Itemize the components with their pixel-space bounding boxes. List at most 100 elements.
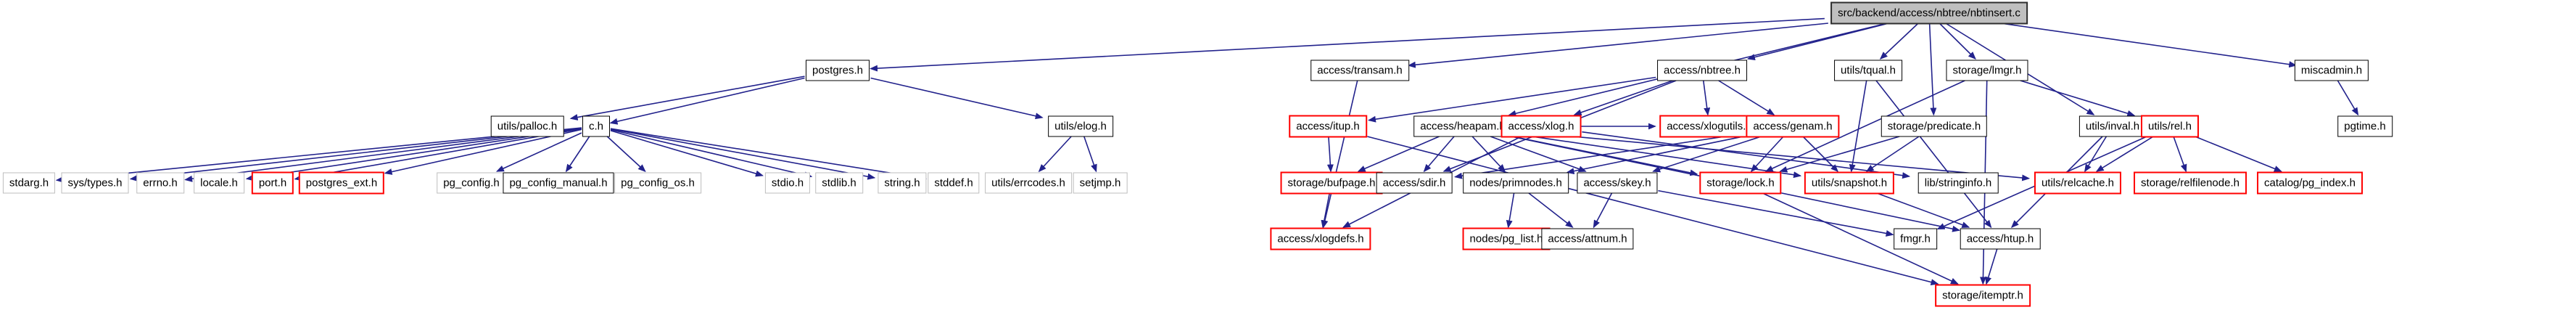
node-sys-types-h[interactable]: sys/types.h [61,172,129,194]
node-nbtinsert-c: src/backend/access/nbtree/nbtinsert.c [1830,1,2028,25]
node-storage-bufpage-h[interactable]: storage/bufpage.h [1280,171,1383,195]
node-utils-inval-h[interactable]: utils/inval.h [2078,115,2147,137]
edge-access-itup-h-to-storage-itemptr-h [1367,136,1939,285]
node-postgres-h[interactable]: postgres.h [805,60,870,81]
node-pg-config-manual-h[interactable]: pg_config_manual.h [503,172,614,194]
edge-nodes-primnodes-h-to-access-attnum-h [1528,192,1574,228]
node-utils-snapshot-h[interactable]: utils/snapshot.h [1804,171,1895,195]
edge-postgres-h-to-c-h [609,77,805,125]
edge-access-skey-h-to-fmgr-h [1658,189,1894,237]
node-nodes-primnodes-h[interactable]: nodes/primnodes.h [1463,172,1569,194]
edge-storage-lock-h-to-storage-itemptr-h [1762,192,1959,285]
node-access-xlogutils-h[interactable]: access/xlogutils.h [1659,115,1759,138]
node-storage-lmgr-h[interactable]: storage/lmgr.h [1946,60,2028,81]
node-storage-itemptr-h[interactable]: storage/itemptr.h [1935,284,2031,307]
edge-c-h-to-string-h [610,128,876,180]
node-storage-predicate-h[interactable]: storage/predicate.h [1881,115,1988,137]
edge-storage-predicate-h-to-utils-snapshot-h [1865,136,1920,172]
edge-access-heapam-h-to-utils-relcache-h [1508,130,2031,181]
edge-access-genam-h-to-utils-snapshot-h [1802,136,1839,173]
edge-c-h-to-stdlib-h [610,129,813,179]
edge-access-itup-h-to-storage-bufpage-h [1326,136,1334,173]
edge-c-h-to-stddef-h [610,128,928,181]
edge-utils-tqual-h-to-access-htup-h [1875,80,1992,229]
edge-c-h-to-pg-config-manual-h [565,136,590,173]
edge-nbtinsert-c-to-storage-predicate-h [1928,23,1937,116]
node-pg-config-os-h[interactable]: pg_config_os.h [614,172,701,194]
edge-utils-tqual-h-to-utils-snapshot-h [1849,80,1867,173]
edge-access-nbtree-h-to-access-xlog-h [1573,80,1673,116]
edge-utils-rel-h-to-storage-relfilenode-h [2173,136,2187,173]
edge-nbtinsert-c-to-utils-tqual-h [1879,23,1919,60]
edge-utils-inval-h-to-utils-relcache-h [2084,136,2108,173]
node-miscadmin-h[interactable]: miscadmin.h [2294,60,2369,81]
node-access-sdir-h[interactable]: access/sdir.h [1376,172,1453,194]
edge-access-transam-h-to-access-xlogdefs-h [1321,80,1358,229]
node-utils-tqual-h[interactable]: utils/tqual.h [1834,60,1902,81]
edge-utils-elog-h-to-setjmp-h [1083,136,1097,173]
node-access-itup-h[interactable]: access/itup.h [1289,115,1367,138]
node-stdarg-h[interactable]: stdarg.h [2,172,56,194]
node-locale-h[interactable]: locale.h [194,172,244,194]
node-fmgr-h[interactable]: fmgr.h [1894,228,1937,250]
node-postgres-ext-h[interactable]: postgres_ext.h [298,171,385,195]
node-utils-palloc-h[interactable]: utils/palloc.h [490,115,564,137]
node-stdio-h[interactable]: stdio.h [764,172,811,194]
node-access-skey-h[interactable]: access/skey.h [1577,172,1658,194]
edge-c-h-to-pg-config-os-h [606,136,646,173]
edge-storage-lmgr-h-to-storage-lock-h [1764,80,1965,172]
edge-postgres-h-to-utils-elog-h [870,77,1044,120]
edge-access-genam-h-to-access-sdir-h [1454,132,1750,179]
node-utils-rel-h[interactable]: utils/rel.h [2140,115,2200,138]
edge-nbtinsert-c-to-miscadmin-h [2000,23,2298,68]
edge-utils-rel-h-to-catalog-pg-index-h [2195,136,2282,172]
node-storage-lock-h[interactable]: storage/lock.h [1699,171,1782,195]
node-access-xlogdefs-h[interactable]: access/xlogdefs.h [1270,227,1371,250]
edge-c-h-to-pg-config-h [495,132,582,172]
edge-access-skey-h-to-access-attnum-h [1593,192,1613,229]
edge-access-genam-h-to-nodes-primnodes-h [1566,134,1750,175]
edge-access-heapam-h-to-access-skey-h [1490,136,1587,172]
edge-access-heapam-h-to-access-sdir-h [1423,136,1455,173]
edge-access-genam-h-to-access-skey-h [1652,136,1762,173]
node-catalog-pg-index-h[interactable]: catalog/pg_index.h [2257,171,2363,195]
node-utils-relcache-h[interactable]: utils/relcache.h [2034,171,2122,195]
node-stddef-h[interactable]: stddef.h [928,172,980,194]
edge-nbtinsert-c-to-access-nbtree-h [1746,23,1889,61]
node-access-transam-h[interactable]: access/transam.h [1310,60,1409,81]
node-pg-config-h[interactable]: pg_config.h [437,172,506,194]
edge-utils-snapshot-h-to-access-htup-h [1876,192,1970,228]
node-stdlib-h[interactable]: stdlib.h [815,172,863,194]
edge-c-h-to-stdio-h [610,130,764,177]
edge-access-nbtree-h-to-access-genam-h [1718,80,1775,115]
node-lib-stringinfo-h[interactable]: lib/stringinfo.h [1917,172,1999,194]
node-errno-h[interactable]: errno.h [136,172,184,194]
edge-nbtinsert-c-to-postgres-h [870,17,1825,72]
node-pgtime-h[interactable]: pgtime.h [2337,115,2393,137]
node-port-h[interactable]: port.h [251,171,294,195]
edge-utils-elog-h-to-utils-errcodes-h [1038,136,1072,173]
edge-access-htup-h-to-storage-itemptr-h [1985,248,1998,285]
node-utils-elog-h[interactable]: utils/elog.h [1048,115,1113,137]
node-access-nbtree-h[interactable]: access/nbtree.h [1657,60,1747,81]
edge-access-heapam-h-to-storage-bufpage-h [1357,136,1440,172]
edge-storage-bufpage-h-to-access-xlogdefs-h [1321,192,1331,229]
edge-access-xlog-h-to-lib-stringinfo-h [1582,131,1911,179]
edge-postgres-h-to-utils-palloc-h [569,76,805,121]
node-storage-relfilenode-h[interactable]: storage/relfilenode.h [2134,171,2247,195]
edge-access-genam-h-to-storage-lock-h [1750,136,1784,173]
edge-nodes-primnodes-h-to-nodes-pg-list-h [1506,192,1515,229]
node-access-heapam-h[interactable]: access/heapam.h [1413,115,1512,137]
node-access-attnum-h[interactable]: access/attnum.h [1541,228,1634,250]
node-c-h[interactable]: c.h [582,115,611,137]
node-nodes-pg-list-h[interactable]: nodes/pg_list.h [1462,227,1551,250]
node-access-htup-h[interactable]: access/htup.h [1960,228,2041,250]
node-access-xlog-h[interactable]: access/xlog.h [1500,115,1582,138]
node-utils-errcodes-h[interactable]: utils/errcodes.h [985,172,1072,194]
edge-access-heapam-h-to-nodes-primnodes-h [1471,136,1506,173]
node-string-h[interactable]: string.h [878,172,927,194]
node-setjmp-h[interactable]: setjmp.h [1073,172,1128,194]
node-access-genam-h[interactable]: access/genam.h [1746,115,1840,138]
